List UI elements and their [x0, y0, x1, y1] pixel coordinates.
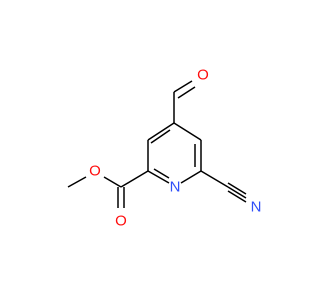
- bond-o-methyl: [67, 176, 87, 188]
- bond-c5-c4: [173, 122, 202, 141]
- bond-cho-o-double: [177, 86, 196, 99]
- bond-cn-triple-3: [227, 190, 247, 203]
- bond-c6-cn: [200, 170, 229, 188]
- bond-cn-triple-2: [227, 186, 247, 199]
- bond-c4-c3-inner: [150, 129, 171, 144]
- atom-n-ring: N: [170, 179, 181, 196]
- bond-n1-c6: [180, 170, 202, 184]
- atom-labels: O O O N N: [89, 67, 261, 230]
- bond-c4-c3: [147, 122, 175, 141]
- atom-n-nitrile: N: [251, 199, 262, 216]
- bonds: [67, 80, 247, 208]
- bond-c2-n1: [147, 170, 170, 184]
- bond-cn-triple-1: [227, 182, 247, 195]
- bond-cho-o: [173, 80, 193, 93]
- bond-c2-n1-inner: [153, 168, 170, 179]
- atom-o-ester-carbonyl: O: [115, 213, 127, 230]
- molecule-structure-diagram: O O O N N: [67, 67, 261, 230]
- atom-o-aldehyde: O: [197, 67, 209, 84]
- atom-o-ester-ether: O: [89, 163, 101, 180]
- bond-c2-ester: [120, 170, 149, 188]
- bond-ester-o-ether: [103, 176, 122, 188]
